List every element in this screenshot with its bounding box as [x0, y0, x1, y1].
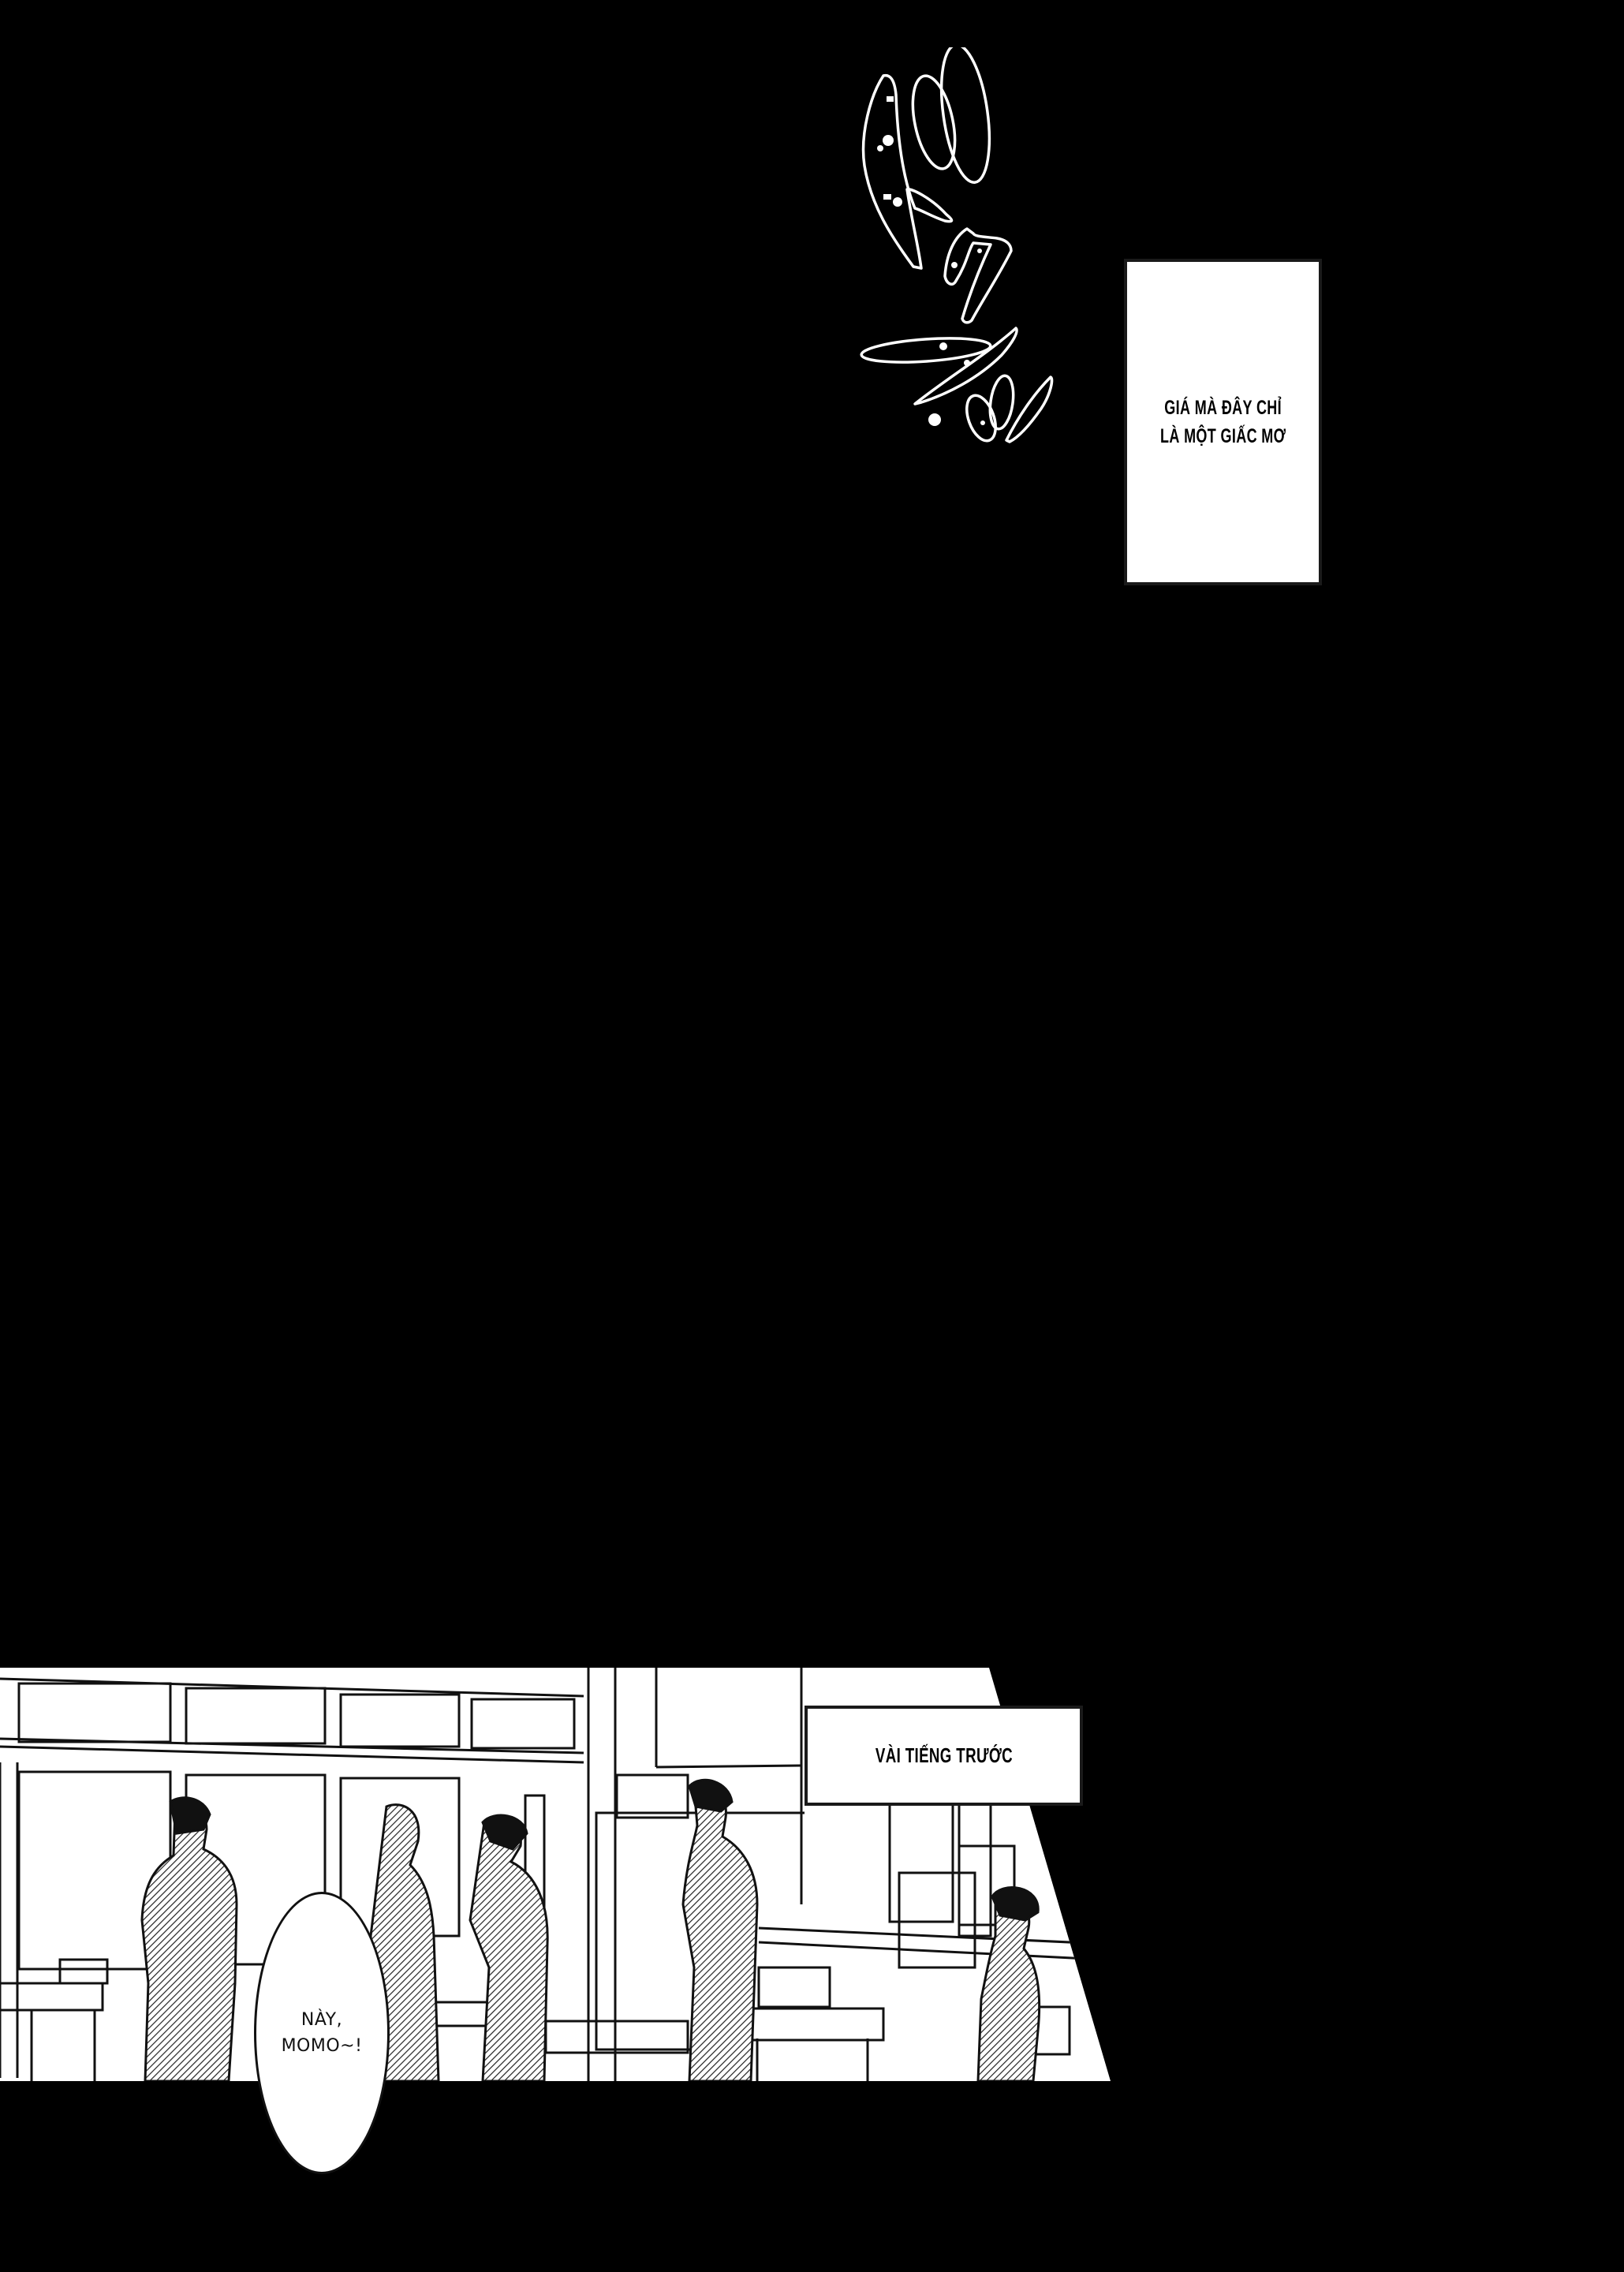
- speech-bubble: NÀY, MOMO~!: [254, 1892, 390, 2174]
- caption-line: LÀ MỘT GIẤC MƠ: [1159, 425, 1286, 447]
- caption-line: VÀI TIẾNG TRƯỚC: [875, 1743, 1013, 1767]
- dialogue-line: MOMO~!: [281, 2036, 363, 2056]
- classroom-panel: [0, 1668, 1111, 2081]
- classroom-scene-illustration: [0, 1668, 1105, 2081]
- dialogue-line: NÀY,: [301, 2010, 343, 2030]
- caption-line: GIÁ MÀ ĐÂY CHỈ: [1164, 396, 1282, 419]
- narration-caption-time: VÀI TIẾNG TRƯỚC: [805, 1706, 1083, 1806]
- narration-caption-dream: GIÁ MÀ ĐÂY CHỈ LÀ MỘT GIẤC MƠ: [1124, 259, 1322, 585]
- sfx-lettering-icon: [860, 47, 1054, 443]
